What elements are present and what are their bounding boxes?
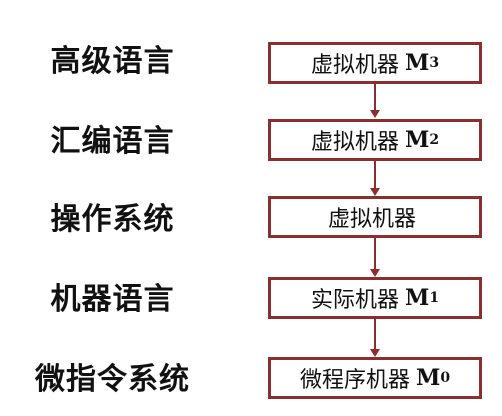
level-label-assembly-language: 汇编语言 — [50, 124, 175, 159]
machine-box-os: 虚拟机器 — [268, 196, 482, 238]
arrowhead-down-icon — [370, 269, 380, 277]
machine-subscript: 1 — [429, 290, 440, 306]
level-label-operating-system: 操作系统 — [50, 202, 175, 237]
arrowhead-down-icon — [370, 349, 380, 357]
level-label-microinstruction-system: 微指令系统 — [35, 362, 190, 397]
machine-subscript: 3 — [429, 55, 440, 71]
level-label-high-level-language: 高级语言 — [50, 44, 175, 79]
machine-subscript: 2 — [429, 132, 440, 148]
machine-letter: M — [404, 285, 430, 311]
arrowhead-down-icon — [370, 188, 380, 196]
level-label-machine-language: 机器语言 — [50, 282, 175, 317]
machine-letter: M — [404, 50, 430, 76]
machine-box-label: 实际机器 — [310, 288, 399, 313]
machine-box-label: 虚拟机器 — [310, 53, 399, 78]
machine-box-label: 微程序机器 — [299, 368, 410, 393]
machine-box-label: 虚拟机器 — [327, 207, 416, 232]
machine-letter: M — [415, 365, 441, 391]
machine-box-label: 虚拟机器 — [310, 130, 399, 155]
machine-letter: M — [404, 127, 430, 153]
arrowhead-down-icon — [370, 110, 380, 118]
machine-subscript: 0 — [440, 370, 451, 386]
